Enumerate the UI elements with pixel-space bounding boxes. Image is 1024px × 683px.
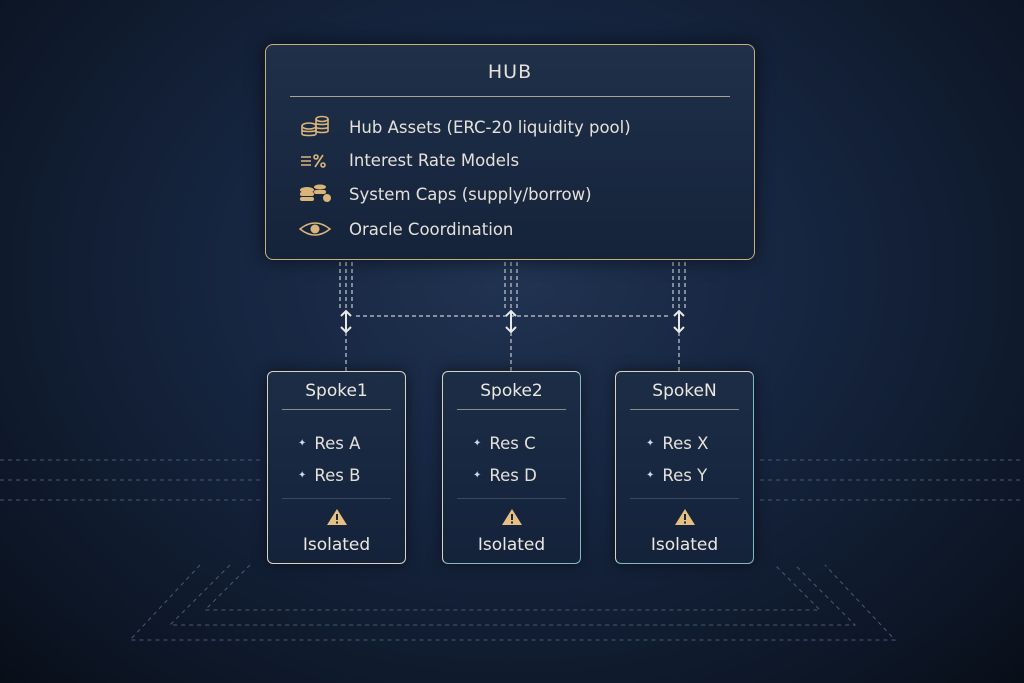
isolated-label: Isolated [302,535,371,555]
spoke-box-2: Spoke2 ✦Res C ✦Res D Isolated [442,371,581,564]
spoke-title: Spoke2 [480,381,543,401]
sparkle-icon: ✦ [298,438,307,449]
reserve-item: ✦Res Y [646,466,708,485]
warning-icon [616,508,753,530]
warning-icon [443,508,580,530]
reserve-item: ✦Res D [473,466,537,485]
reserve-item: ✦Res B [298,466,361,485]
connectors [339,262,686,371]
sparkle-icon: ✦ [473,438,482,449]
sparkle-icon: ✦ [473,470,482,481]
hub-item: Interest Rate Models [298,148,519,172]
divider [457,409,566,410]
floor-grid [0,459,1024,641]
hub-box: HUB Hub Assets (ERC-20 liquidity pool) I… [265,44,755,260]
spoke-title: SpokeN [652,381,717,401]
hub-title: HUB [487,61,533,83]
warning-icon [268,508,405,530]
bidirectional-arrow-icons [340,309,685,334]
divider [290,96,730,97]
hub-item-label: Oracle Coordination [349,219,514,239]
sparkle-icon: ✦ [646,438,655,449]
interest-rate-icon [298,148,332,172]
isolated-label: Isolated [650,535,719,555]
divider [282,409,391,410]
divider [282,498,391,499]
caps-coins-icon [298,182,332,206]
spoke-box-n: SpokeN ✦Res X ✦Res Y Isolated [615,371,754,564]
hub-item-label: Hub Assets (ERC-20 liquidity pool) [349,117,631,137]
coins-stack-icon [298,115,332,139]
hub-item-label: Interest Rate Models [349,150,520,170]
sparkle-icon: ✦ [646,470,655,481]
reserve-item: ✦Res C [473,434,536,453]
sparkle-icon: ✦ [298,470,307,481]
spoke-box-1: Spoke1 ✦Res A ✦Res B Isolated [267,371,406,564]
hub-item: System Caps (supply/borrow) [298,182,592,206]
hub-item-label: System Caps (supply/borrow) [349,184,592,204]
eye-icon [298,217,332,241]
spoke-title: Spoke1 [305,381,368,401]
hub-item: Hub Assets (ERC-20 liquidity pool) [298,115,631,139]
reserve-item: ✦Res A [298,434,361,453]
divider [630,409,739,410]
isolated-label: Isolated [477,535,546,555]
divider [630,498,739,499]
hub-item: Oracle Coordination [298,217,513,241]
reserve-item: ✦Res X [646,434,709,453]
divider [457,498,566,499]
